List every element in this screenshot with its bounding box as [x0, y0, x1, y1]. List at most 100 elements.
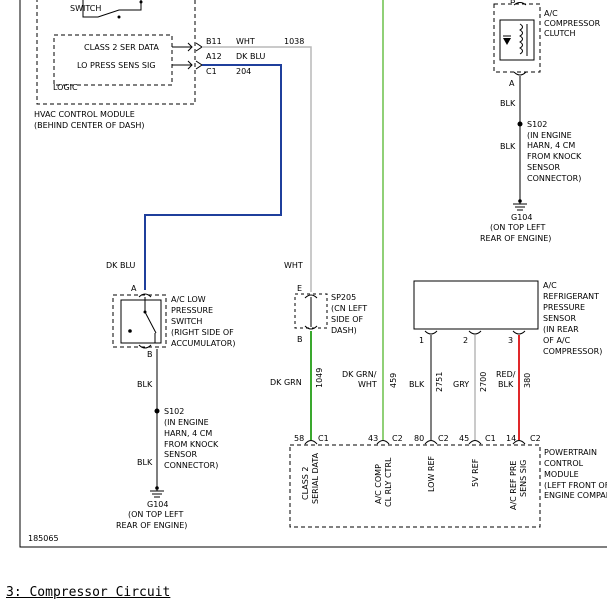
- pcm-label-ac-ref: A/C REF PRE: [509, 461, 518, 511]
- low-switch-contact: [128, 329, 132, 333]
- clutch-pin-bottom: A: [509, 79, 515, 88]
- low-switch-splice-desc-1: (IN ENGINE: [164, 418, 209, 427]
- sp205-label-3: SIDE OF: [331, 315, 363, 324]
- pcm-label-class2-2: SERIAL DATA: [311, 452, 320, 504]
- pcm-title-3: MODULE: [544, 470, 579, 479]
- wire-dk-blu: [144, 64, 282, 290]
- pressure-sensor-label-2: REFRIGERANT: [543, 292, 599, 301]
- pressure-sensor-connector-1: [424, 330, 438, 335]
- low-switch-wire-out: BLK: [137, 380, 153, 389]
- hvac-lo-press-arrowhead: [187, 60, 193, 70]
- pressure-sensor-pin-2: 2: [463, 336, 468, 345]
- hvac-module-location: (BEHIND CENTER OF DASH): [34, 121, 145, 130]
- low-switch-connector-top: [138, 293, 152, 298]
- wire-label-dk-grn-wht: DK GRN/: [342, 370, 377, 379]
- pcm-title-4: (LEFT FRONT OF: [544, 481, 607, 490]
- clutch-connector-top: [513, 2, 527, 6]
- pcm-label-ac-comp: A/C COMP: [374, 464, 383, 504]
- pcm-pin-43: 43: [368, 434, 378, 443]
- low-switch-splice: S102: [164, 407, 184, 416]
- wire-circuit-380: 380: [523, 373, 532, 388]
- low-switch-ground-desc-1: (ON TOP LEFT: [128, 510, 183, 519]
- pcm-title-1: POWERTRAIN: [544, 448, 597, 457]
- low-switch-ground-icon: [150, 488, 164, 498]
- wire-label-red-blk: RED/: [496, 370, 516, 379]
- wire-label-dk-grn: DK GRN: [270, 378, 302, 387]
- clutch-connector-bottom: [513, 71, 527, 76]
- hvac-pin-c1: C1: [206, 67, 217, 76]
- pcm-title-2: CONTROL: [544, 459, 584, 468]
- hvac-switch-contact: [117, 15, 121, 19]
- hvac-logic-box: [53, 34, 173, 86]
- low-switch-splice-desc-4: SENSOR: [164, 450, 197, 459]
- clutch-diode-icon: [503, 38, 511, 45]
- clutch-splice-desc-2: HARN, 4 CM: [527, 141, 575, 150]
- hvac-pin-b11-circuit: 1038: [284, 37, 304, 46]
- hvac-switch-contact-2: [139, 0, 143, 4]
- pcm-pin-80: 80: [414, 434, 424, 443]
- low-switch-ground: G104: [147, 500, 168, 509]
- clutch-label-1: A/C: [544, 9, 558, 18]
- pcm-label-ac-comp-2: CL RLY CTRL: [384, 457, 393, 507]
- sp205-connector-bottom: [304, 325, 318, 330]
- hvac-switch-lines: [82, 0, 142, 18]
- low-switch-splice-dot: [154, 408, 160, 414]
- sp205-box: [294, 293, 328, 329]
- pcm-pin-14: 14: [506, 434, 516, 443]
- hvac-pin-a12: A12: [206, 52, 222, 61]
- pressure-sensor-pin-3: 3: [508, 336, 513, 345]
- clutch-wire-label: BLK: [500, 99, 516, 108]
- pcm-conn-58: C1: [318, 434, 329, 443]
- pcm-connector-58: [304, 440, 318, 445]
- clutch-splice-dot: [517, 121, 523, 127]
- low-switch-splice-desc-5: CONNECTOR): [164, 461, 218, 470]
- pcm-title-5: ENGINE COMPARTMENT): [544, 491, 607, 500]
- pressure-sensor-label-6: OF A/C: [543, 336, 571, 345]
- pcm-pin-45: 45: [459, 434, 469, 443]
- clutch-splice: S102: [527, 120, 547, 129]
- clutch-ground-dot: [518, 199, 522, 203]
- pcm-label-5v-ref: 5V REF: [471, 458, 480, 487]
- hvac-connector-a12: [195, 60, 203, 70]
- hvac-connector-b11: [195, 42, 203, 52]
- pcm-connector-43: [376, 440, 390, 445]
- hvac-class2-arrowhead: [187, 42, 193, 52]
- pcm-conn-45: C1: [485, 434, 496, 443]
- low-switch-connector-bottom: [138, 344, 152, 349]
- low-switch-label-3: SWITCH: [171, 317, 202, 326]
- figure-caption: 3: Compressor Circuit: [6, 585, 171, 600]
- clutch-wire-label-2: BLK: [500, 142, 516, 151]
- low-switch-splice-desc-3: FROM KNOCK: [164, 440, 219, 449]
- clutch-label-2: COMPRESSOR: [544, 19, 601, 28]
- low-switch-label-2: PRESSURE: [171, 306, 213, 315]
- sp205-pin-top: E: [297, 284, 302, 293]
- pcm-label-ac-ref-2: SENS SIG: [519, 460, 528, 497]
- clutch-splice-desc-3: FROM KNOCK: [527, 152, 582, 161]
- wire-label-dk-grn-wht-2: WHT: [358, 380, 377, 389]
- pressure-sensor-box: [413, 280, 539, 330]
- hvac-class2-label: CLASS 2 SER DATA: [84, 43, 159, 52]
- pcm-conn-14: C2: [530, 434, 541, 443]
- pressure-sensor-label-5: (IN REAR: [543, 325, 579, 334]
- wire-circuit-1049: 1049: [315, 368, 324, 388]
- clutch-splice-desc-4: SENSOR: [527, 163, 560, 172]
- hvac-module-box: [36, 0, 196, 105]
- low-switch-pin-top: A: [131, 284, 137, 293]
- hvac-pin-b11: B11: [206, 37, 222, 46]
- clutch-splice-desc-1: (IN ENGINE: [527, 131, 572, 140]
- pressure-sensor-connector-3: [512, 330, 526, 335]
- hvac-switch-label: SWITCH: [70, 4, 101, 13]
- low-switch-inner: [120, 299, 162, 344]
- sp205-label-2: (CN LEFT: [331, 304, 367, 313]
- low-switch-pin-bottom: B: [147, 350, 153, 359]
- pcm-connector-80: [424, 440, 438, 445]
- low-switch-wire-in: DK BLU: [106, 261, 135, 270]
- wire-circuit-2751: 2751: [435, 372, 444, 392]
- low-switch-wire-out-2: BLK: [137, 458, 153, 467]
- hvac-logic-label: LOGIC: [53, 83, 78, 92]
- clutch-ground: G104: [511, 213, 532, 222]
- pcm-connector-45: [468, 440, 482, 445]
- pcm-pin-58: 58: [294, 434, 304, 443]
- pressure-sensor-label-1: A/C: [543, 281, 557, 290]
